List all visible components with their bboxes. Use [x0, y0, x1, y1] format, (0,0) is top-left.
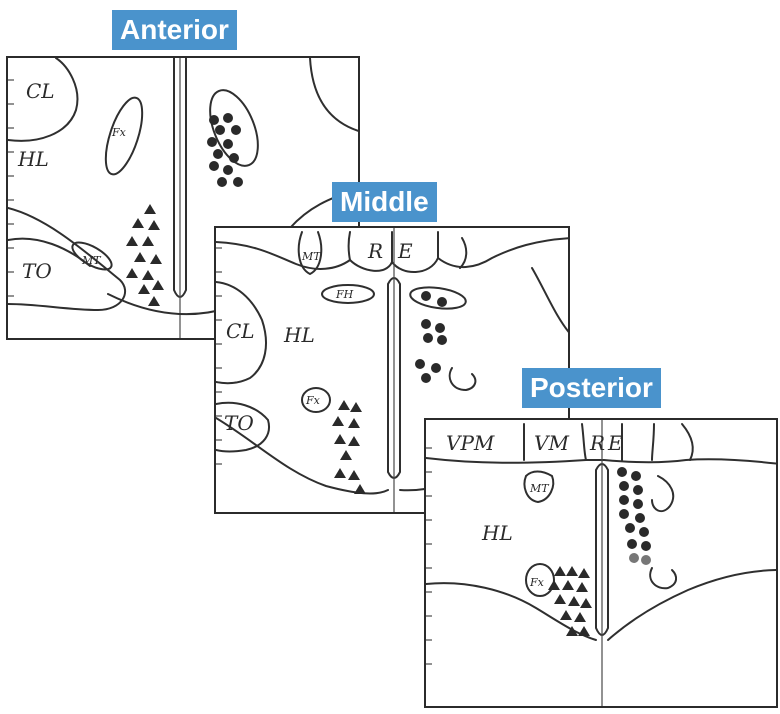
- middle-label-fh: FH: [335, 288, 354, 301]
- middle-section-panel: MT R E FH CL HL Fx TO: [214, 226, 570, 514]
- middle-to-region: [216, 401, 270, 453]
- posterior-title-tag: Posterior: [522, 368, 661, 408]
- anterior-scale-ticks: [8, 79, 14, 297]
- middle-circle-markers: [415, 291, 447, 383]
- anterior-label-fx: Fx: [111, 126, 127, 139]
- posterior-label-r: R: [589, 431, 605, 455]
- middle-label-to: TO: [224, 411, 254, 435]
- anterior-triangle-markers: [126, 204, 164, 306]
- anterior-cl-region: [8, 58, 79, 142]
- middle-mt-outline: [297, 231, 323, 275]
- middle-label-r: R: [367, 239, 383, 263]
- posterior-triangle-markers: [548, 566, 592, 636]
- middle-fx-outline: [301, 387, 331, 413]
- posterior-label-mt: MT: [529, 482, 550, 495]
- anterior-title-tag: Anterior: [112, 10, 237, 50]
- posterior-label-fx: Fx: [529, 576, 545, 589]
- middle-ventricle: [387, 277, 401, 479]
- posterior-label-hl: HL: [481, 521, 513, 545]
- middle-label-cl: CL: [226, 319, 255, 343]
- posterior-scale-ticks: [426, 447, 432, 665]
- posterior-label-e: E: [607, 431, 623, 455]
- posterior-label-vm: VM: [534, 431, 569, 455]
- middle-cl-region: [216, 281, 267, 385]
- anterior-to-region: [8, 207, 126, 311]
- middle-title-tag: Middle: [332, 182, 437, 222]
- middle-fh-outline: [321, 284, 375, 304]
- middle-triangle-markers: [332, 400, 366, 494]
- posterior-ventricle: [595, 463, 609, 636]
- middle-label-fx: Fx: [305, 394, 321, 407]
- posterior-mt-outline: [523, 470, 555, 503]
- anterior-label-cl: CL: [26, 79, 55, 103]
- anterior-mt-outline: [71, 241, 113, 271]
- middle-label-hl: HL: [283, 323, 315, 347]
- posterior-section-drawing: VPM VM R E MT HL Fx: [426, 420, 776, 706]
- middle-label-mt: MT: [301, 250, 322, 263]
- anterior-label-to: TO: [22, 259, 52, 283]
- posterior-circle-markers: [617, 467, 651, 565]
- anterior-fx-outline: [104, 96, 144, 176]
- anterior-label-mt: MT: [81, 254, 102, 267]
- middle-label-e: E: [397, 239, 413, 263]
- anterior-right-ellipse: [209, 89, 259, 167]
- anterior-section-panel: CL Fx HL TO MT: [6, 56, 360, 340]
- anterior-circle-markers: [207, 113, 243, 187]
- middle-section-drawing: MT R E FH CL HL Fx TO: [216, 228, 568, 512]
- anterior-label-hl: HL: [17, 147, 49, 171]
- posterior-section-panel: VPM VM R E MT HL Fx: [424, 418, 778, 708]
- middle-scale-ticks: [216, 247, 222, 465]
- posterior-label-vpm: VPM: [446, 431, 495, 455]
